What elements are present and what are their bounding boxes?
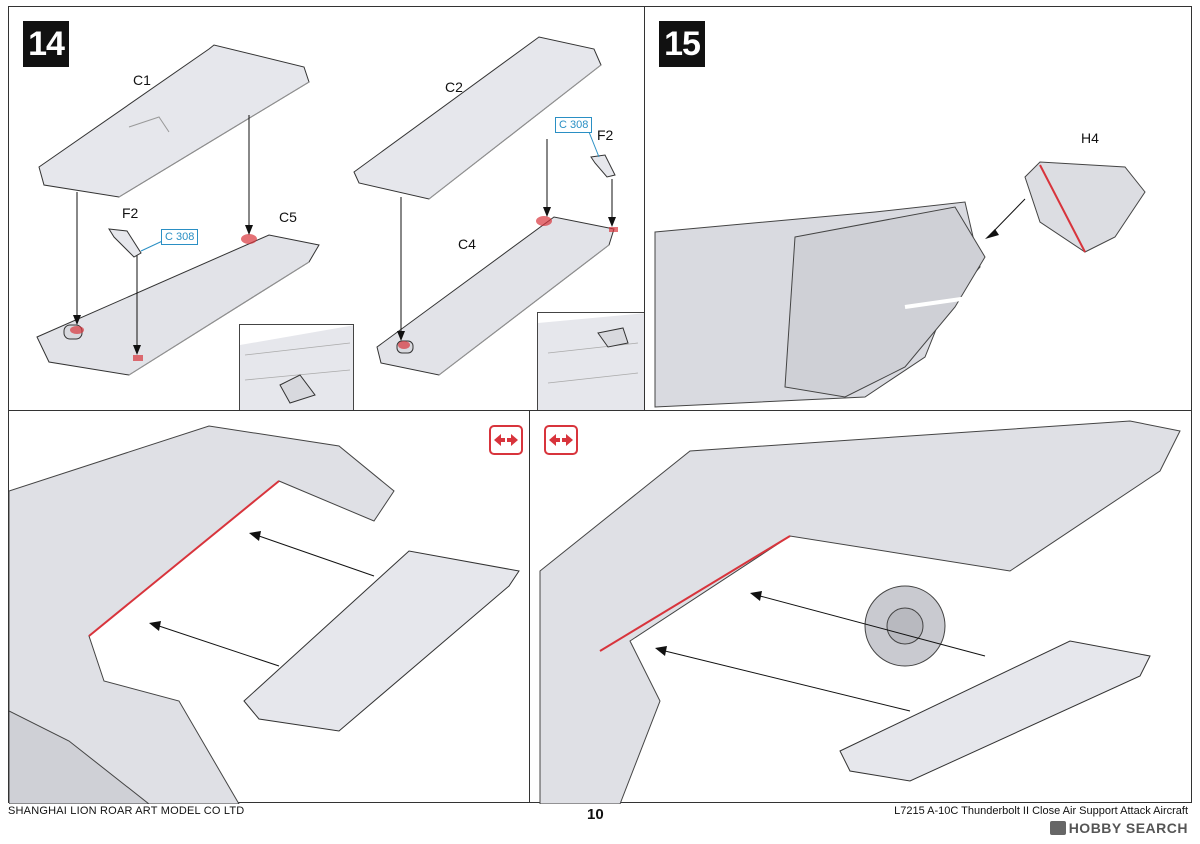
detail-inset-left [239,324,354,412]
cement-callout: C 308 [161,229,199,245]
wing-flap-right-drawing [539,420,1181,804]
symmetry-icon [544,425,578,455]
step-14-drawing [36,36,618,376]
part-label-c4: C4 [458,236,476,252]
wing-flap-left-panel [8,410,530,804]
wing-flap-right-panel [529,410,1192,804]
step-number-badge: 15 [659,21,705,67]
step-15-drawing [654,161,1146,408]
step-15-panel: 15 H4 [644,6,1192,411]
page-number: 10 [587,806,604,823]
part-label-c2: C2 [445,79,463,95]
step-14-panel: 14 C1 C5 F2 C 308 C2 C4 F2 C 308 [8,6,646,412]
part-label-c1: C1 [133,72,151,88]
watermark-text: HOBBY SEARCH [1068,820,1188,836]
step-number-badge: 14 [23,21,69,67]
part-label-f2-right: F2 [597,127,614,143]
watermark: HOBBY SEARCH [1049,820,1188,836]
detail-inset-right [537,312,646,412]
wing-flap-left-drawing [9,425,520,804]
footer-product: L7215 A-10C Thunderbolt II Close Air Sup… [894,805,1188,817]
part-label-f2: F2 [122,205,139,221]
cement-callout-right: C 308 [555,117,593,133]
watermark-logo-icon [1049,821,1066,835]
part-label-h4: H4 [1081,130,1099,146]
footer-company: SHANGHAI LION ROAR ART MODEL CO LTD [8,805,245,817]
part-label-c5: C5 [279,209,297,225]
symmetry-icon [489,425,523,455]
